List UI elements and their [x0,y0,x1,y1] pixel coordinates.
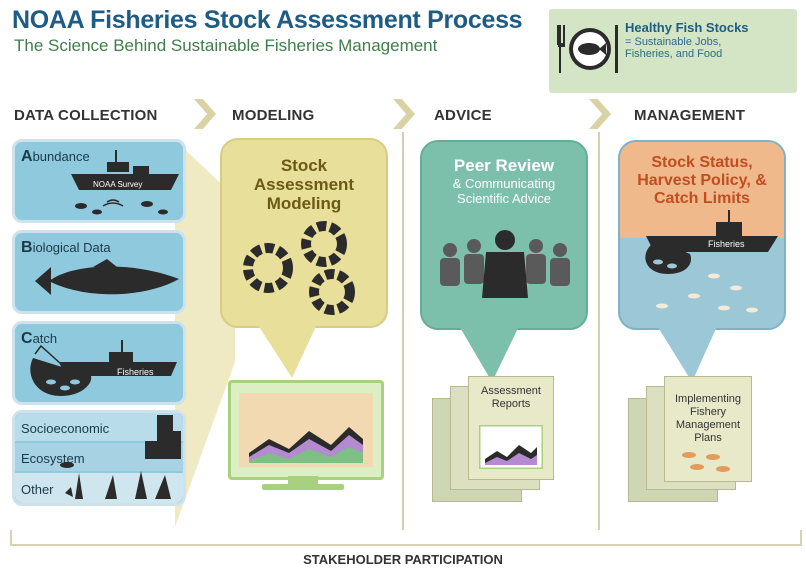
peer-review-people-icon [440,230,570,298]
catch-label: Catch [21,330,58,347]
catch-vessel-label: Fisheries [117,367,154,377]
advice-card: Peer Review & Communicating Scientific A… [420,140,588,330]
biological-data-label: Biological Data [21,239,111,256]
page-subtitle: The Science Behind Sustainable Fisheries… [14,36,438,55]
other-data-box: Socioeconomic Ecosystem Other [12,410,186,506]
report-chart-icon [479,425,543,469]
plan-fish-icon [682,452,730,472]
advice-card-pointer [458,324,520,382]
advice-card-subtitle: & Communicating Scientific Advice [452,176,556,206]
plate-fish-icon [557,25,618,73]
management-card-pointer [656,324,718,382]
catch-box: Catch Fisheries [12,321,186,405]
gears-icon [243,221,355,315]
stakeholder-bracket [10,530,802,546]
modeling-card-pointer [256,322,318,378]
abundance-label: Abundance [21,148,90,165]
other-label: Other [21,482,54,497]
assessment-reports-label: Assessment Reports [481,385,541,410]
arrow-to-management-icon [589,99,611,129]
stage-modeling: MODELING [232,107,315,124]
management-plans-label: Implementing Fishery Management Plans [674,393,742,444]
report-page-front: Assessment Reports [468,376,554,480]
divider-management [598,132,600,530]
monitor-base [262,484,344,490]
stage-management: MANAGEMENT [634,107,746,124]
city-ecosystem-icon [60,415,181,499]
stakeholder-participation-label: STAKEHOLDER PARTICIPATION [303,552,503,567]
advice-card-title: Peer Review [453,156,555,175]
fish-silhouette-icon [35,259,179,295]
biological-data-box: Biological Data [12,230,186,314]
stage-data-collection: DATA COLLECTION [14,107,158,124]
socioeconomic-label: Socioeconomic [21,421,110,436]
modeling-card: Stock Assessment Modeling [220,138,388,328]
management-card: Stock Status, Harvest Policy, & Catch Li… [618,140,786,330]
management-card-title: Stock Status, Harvest Policy, & Catch Li… [637,154,767,207]
abundance-box: Abundance NOAA Survey [12,139,186,223]
page-title: NOAA Fisheries Stock Assessment Process [12,6,523,34]
healthy-stocks-subtitle: = Sustainable Jobs, Fisheries, and Food [625,36,723,60]
model-output-chart [239,393,373,467]
arrow-to-modeling-icon [194,99,216,129]
survey-ship-label: NOAA Survey [93,180,143,189]
management-vessel-label: Fisheries [708,239,745,249]
healthy-stocks-title: Healthy Fish Stocks [625,20,749,35]
modeling-card-title: Stock Assessment Modeling [253,156,355,213]
divider-advice [402,132,404,530]
management-vessel-icon [645,210,778,313]
model-output-monitor [228,380,384,480]
monitor-stand [288,476,318,486]
arrow-to-advice-icon [393,99,415,129]
healthy-fish-stocks-box: Healthy Fish Stocks = Sustainable Jobs, … [549,9,797,93]
stage-advice: ADVICE [434,107,492,124]
survey-ship-icon [71,150,179,215]
plan-page-front: Implementing Fishery Management Plans [664,376,752,482]
fishing-vessel-icon [30,340,177,396]
